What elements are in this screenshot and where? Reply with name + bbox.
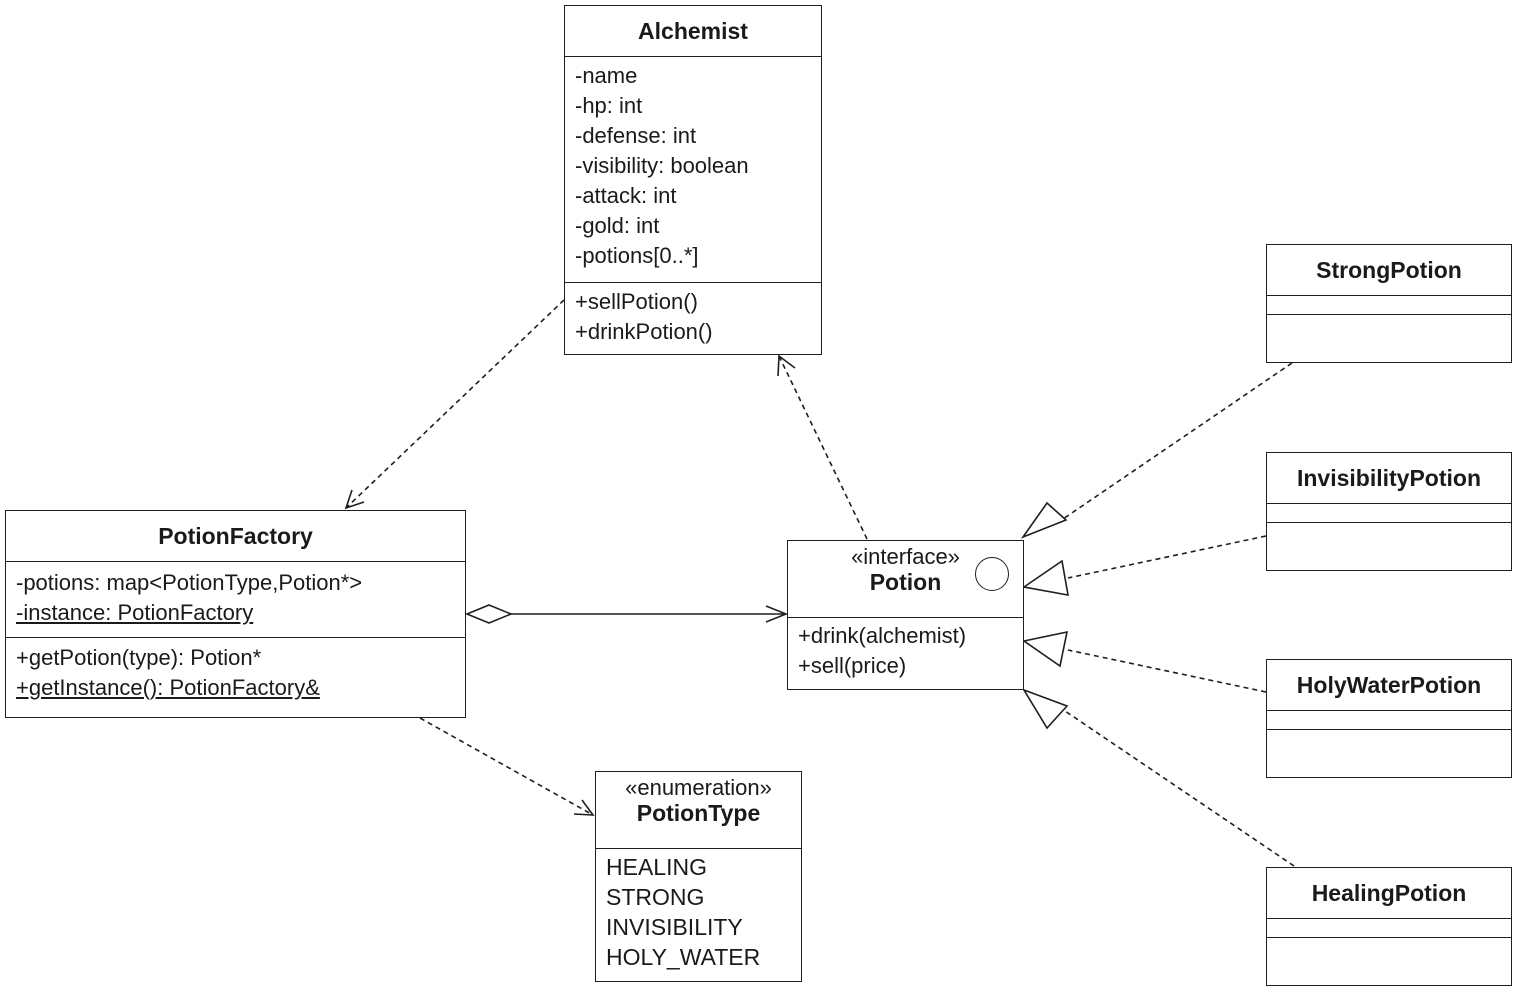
attribute: -gold: int [575,213,660,238]
class-invisibility-potion: InvisibilityPotion [1266,452,1512,571]
operation-list: +getPotion(type): Potion* +getInstance()… [6,637,465,717]
attribute-list: -name -hp: int -defense: int -visibility… [565,56,821,282]
attribute-compartment [1267,295,1511,314]
enum-literal: HEALING [606,854,707,880]
class-name: Potion [869,569,942,596]
enum-literal: STRONG [606,884,705,910]
class-name: Alchemist [638,17,748,44]
operation-list: +drink(alchemist) +sell(price) [788,617,1023,689]
operation: +sellPotion() [575,289,698,314]
literal-list: HEALING STRONG INVISIBILITY HOLY_WATER [596,848,801,972]
operation: +getPotion(type): Potion* [16,645,262,670]
attribute: -attack: int [575,183,677,208]
operation-compartment [1267,937,1511,984]
attribute-list: -potions: map<PotionType,Potion*> -insta… [6,561,465,637]
operation-list: +sellPotion() +drinkPotion() [565,282,821,354]
class-name: HolyWaterPotion [1296,671,1482,698]
attribute: -hp: int [575,93,643,118]
operation: +drinkPotion() [575,319,713,344]
operation-compartment [1267,522,1511,569]
operation-compartment [1267,729,1511,776]
realization-holywater-to-potion [1022,630,1267,693]
class-name: PotionType [636,800,761,827]
realization-invisibility-to-potion [1021,535,1267,596]
realization-strong-to-potion [1020,362,1293,539]
class-name: InvisibilityPotion [1296,464,1481,491]
class-potion-factory: PotionFactory -potions: map<PotionType,P… [5,510,466,718]
interface-potion: «interface» Potion +drink(alchemist) +se… [787,540,1024,690]
class-name: PotionFactory [158,522,313,549]
class-header: «enumeration» PotionType [596,772,801,848]
attribute: -potions[0..*] [575,243,699,268]
class-header: «interface» Potion [788,541,1023,617]
enum-potion-type: «enumeration» PotionType HEALING STRONG … [595,771,802,982]
attribute-compartment [1267,503,1511,522]
realization-healing-to-potion [1022,688,1295,867]
aggregation-factory-to-potion [464,604,789,624]
attribute: -defense: int [575,123,697,148]
class-healing-potion: HealingPotion [1266,867,1512,986]
attribute: -visibility: boolean [575,153,749,178]
stereotype-label: «enumeration» [625,775,772,800]
static-operation: +getInstance(): PotionFactory& [16,675,320,700]
operation: +drink(alchemist) [798,623,967,648]
dependency-potion-to-alchemist [777,354,868,540]
attribute-compartment [1267,918,1511,937]
interface-circle-icon [975,557,1009,591]
attribute-compartment [1267,710,1511,729]
class-alchemist: Alchemist -name -hp: int -defense: int -… [564,5,822,355]
class-holy-water-potion: HolyWaterPotion [1266,659,1512,778]
static-attribute: -instance: PotionFactory [16,600,254,625]
class-strong-potion: StrongPotion [1266,244,1512,363]
enum-literal: INVISIBILITY [606,914,743,940]
attribute: -name [575,63,638,88]
class-name: StrongPotion [1316,256,1462,283]
operation-compartment [1267,314,1511,361]
enum-literal: HOLY_WATER [606,944,761,970]
dependency-factory-to-potiontype [419,717,595,816]
operation: +sell(price) [798,653,907,678]
class-name: HealingPotion [1311,879,1467,906]
dependency-alchemist-to-factory [344,299,565,510]
attribute: -potions: map<PotionType,Potion*> [16,570,363,595]
stereotype-label: «interface» [851,544,960,569]
